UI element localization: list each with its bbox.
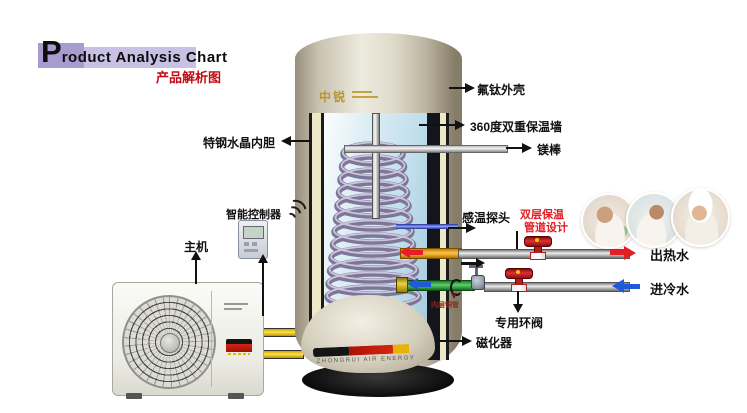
valve-base [511, 284, 527, 292]
smart-controller-device [238, 220, 268, 259]
leader-controller [262, 262, 264, 316]
hot-flow-arrow-out-icon [624, 246, 636, 260]
unit-foot [228, 393, 244, 399]
valve-base [530, 252, 546, 260]
controller-button [244, 249, 258, 252]
label-inner-tank: 特钢水晶内胆 [203, 136, 276, 150]
cold-flow-arrow-out-icon [612, 279, 624, 293]
ball-valve-cold [505, 268, 533, 292]
title-accent-block-2 [84, 47, 196, 68]
leader-main-unit [195, 259, 197, 284]
label-magnesium-rod: 镁棒 [537, 143, 562, 157]
label-magnetizer: 磁化器 [476, 336, 513, 350]
leader-insulation [419, 124, 455, 126]
label-cold-water-in: 进冷水 [650, 282, 690, 297]
leader-shell-arrowhead [465, 83, 475, 93]
magnesium-rod-horizontal [344, 145, 508, 153]
leader-temp-probe-arrowhead [466, 223, 476, 233]
leader-loop-valve-arrowhead [513, 304, 523, 313]
title-rest: roduct Analysis Chart [61, 49, 228, 66]
faucet-arrow-icon [476, 258, 485, 268]
lifestyle-photo-baby [671, 188, 730, 247]
stripe-yellow [392, 343, 410, 354]
leader-magnesium-rod [506, 147, 522, 149]
faucet-body [471, 275, 485, 290]
stripe-red [348, 344, 394, 356]
hot-flow-arrow-in-shaft [410, 250, 423, 255]
leader-temp-probe [448, 227, 466, 229]
page-subtitle: 产品解析图 [156, 70, 222, 85]
cold-flow-arrow-in-shaft [418, 282, 431, 287]
unit-brand-line [224, 303, 248, 305]
brand-tagline-line [352, 91, 372, 93]
valve-dot [516, 270, 520, 274]
insulation-layer-strip [440, 113, 446, 360]
leader-shell [449, 87, 465, 89]
label-shell: 氟钛外壳 [477, 83, 526, 97]
cutaway-frame-strip [427, 113, 440, 360]
outdoor-heat-pump-unit [112, 282, 264, 396]
badge-yellow-text-line [228, 353, 250, 355]
controller-button [244, 242, 249, 246]
leader-inner-tank-arrowhead [281, 136, 291, 146]
fan-hub [160, 333, 180, 353]
controller-screen [243, 226, 264, 239]
cold-flow-arrow-in-icon [407, 278, 418, 290]
leader-magnesium-rod-arrowhead [522, 143, 532, 153]
wireless-signal-icon [282, 201, 306, 225]
stripe-black [312, 346, 350, 358]
leader-loop-valve [517, 291, 519, 305]
cold-flow-arrow-out-shaft [624, 284, 640, 289]
tank-bottom-cover [301, 295, 435, 373]
faucet-valve [467, 265, 487, 291]
leader-magnetizer [436, 340, 462, 342]
title-lead-letter: P [41, 34, 62, 69]
brand-tagline-line [352, 96, 378, 98]
leader-magnetizer-arrowhead [462, 336, 472, 346]
unit-side-panel [211, 291, 260, 387]
unit-flag-badge [226, 339, 252, 356]
unit-foot [126, 393, 142, 399]
label-hot-water-out: 出热水 [650, 248, 690, 263]
refrigerant-pipe-2 [258, 350, 304, 359]
cutaway-frame-strip [446, 113, 449, 360]
leader-controller-arrowhead [258, 254, 268, 263]
hot-flow-arrow-out-shaft [610, 250, 624, 255]
leader-pipe-design [516, 231, 518, 249]
valve-dot [535, 238, 539, 242]
note-arrow-icon [451, 293, 457, 299]
temp-probe-pipe [396, 224, 458, 229]
badge-black-bar [226, 339, 252, 344]
insulation-layer-strip [312, 113, 321, 360]
magnesium-rod-vertical [372, 113, 380, 219]
tank-brand-logo: 中锐 [319, 90, 348, 104]
faucet-stem [475, 268, 478, 275]
ball-valve-hot [524, 236, 552, 260]
badge-red-bar [226, 344, 252, 352]
title-accent-block [38, 43, 84, 68]
label-insulation-wall: 360度双重保温墙 [470, 120, 563, 134]
label-inner-pipe-note: 内层铜管 [431, 302, 459, 309]
label-smart-controller: 智能控制器 [226, 209, 281, 221]
label-temp-probe: 感温探头 [462, 211, 511, 225]
controller-button [252, 242, 257, 246]
unit-brand-line [224, 308, 242, 310]
hot-flow-arrow-in-icon [399, 246, 410, 258]
label-pipe-design-2: 管道设计 [524, 222, 568, 234]
label-pipe-design-1: 双层保温 [520, 209, 564, 221]
leader-insulation-arrowhead [455, 120, 465, 130]
leader-main-unit-arrowhead [191, 251, 201, 260]
label-main-unit: 主机 [184, 240, 209, 254]
faucet-arrow-shaft [461, 262, 476, 265]
cutaway-frame-strip [309, 113, 312, 360]
label-loop-valve: 专用环阀 [495, 316, 544, 330]
leader-inner-tank [291, 140, 309, 142]
cutaway-frame-strip [321, 113, 324, 360]
fan-grille [122, 295, 216, 389]
